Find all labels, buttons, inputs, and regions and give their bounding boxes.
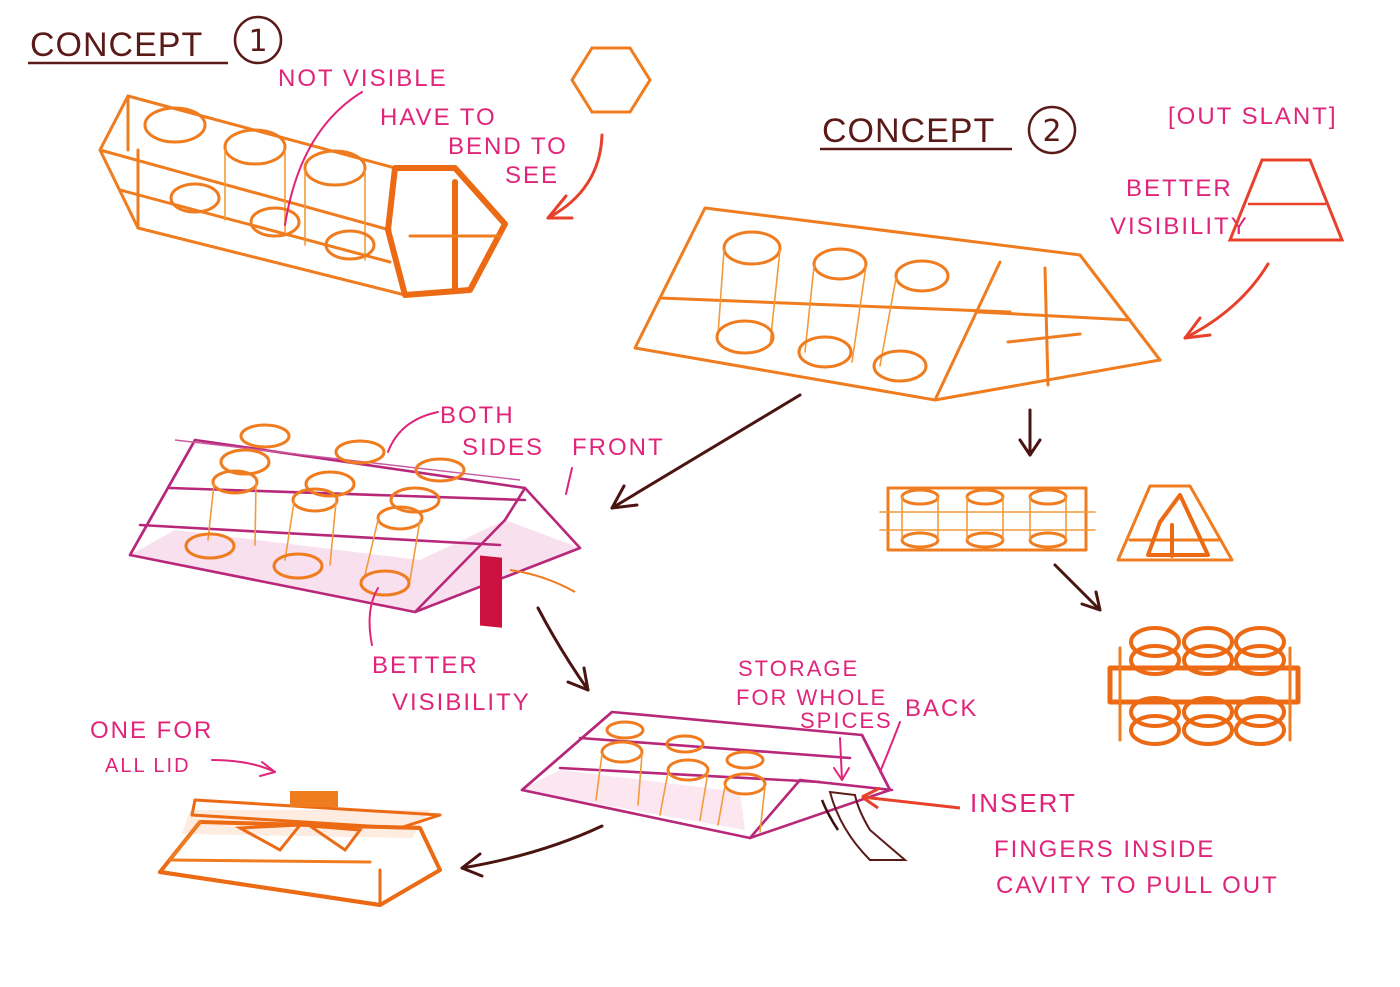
concept-2-number-circle xyxy=(1027,105,1077,155)
storage-line-2: FOR WHOLE xyxy=(736,685,887,710)
note-line-1: NOT VISIBLE xyxy=(278,65,448,92)
arrow-to-back-sketch-head xyxy=(566,666,590,692)
concept-1-note: NOT VISIBLE HAVE TO BEND TO SEE xyxy=(278,65,568,226)
concept-1-number-circle xyxy=(233,15,283,65)
middle-sketch-notes: BOTH SIDES FRONT BETTER VISIBILITY xyxy=(368,402,665,716)
arrow-to-top-view xyxy=(1053,563,1102,612)
hand-fingers xyxy=(828,790,908,861)
concept-1-number: 1 xyxy=(248,24,267,59)
lid-line-2: ALL LID xyxy=(105,755,191,777)
front-label: FRONT xyxy=(572,434,665,461)
lid-sketch xyxy=(158,791,442,907)
middle-visibility-leader xyxy=(368,587,379,646)
concept-2-title-text: CONCEPT xyxy=(822,112,995,150)
hexagon-to-prism-arrow xyxy=(546,133,604,220)
concept-1-title: CONCEPT 1 xyxy=(28,15,283,65)
insert-line-2: FINGERS INSIDE xyxy=(994,836,1215,863)
lid-inner-shape-2 xyxy=(304,824,363,853)
back-label: BACK xyxy=(905,695,978,722)
lid-leader-head xyxy=(259,761,276,777)
front-leader xyxy=(565,467,573,495)
top-view-sketch xyxy=(1107,626,1301,746)
front-slot-pointer xyxy=(509,569,576,593)
arrow-to-middle-head xyxy=(610,484,639,510)
lid-handle xyxy=(290,791,338,807)
concept-1-hexagon-prism-sketch xyxy=(98,94,508,298)
back-cavity-sketch xyxy=(520,710,908,861)
arrow-to-lid-sketch-head xyxy=(460,852,484,878)
arrow-to-lid-sketch xyxy=(460,824,604,870)
lid-line-1: ONE FOR xyxy=(90,717,213,744)
middle-better-visibility-line-1: BETTER xyxy=(372,652,479,679)
arrow-to-back-sketch xyxy=(536,606,590,692)
arrow-down-head xyxy=(1018,438,1042,457)
trapezoid-arrow xyxy=(1183,262,1270,340)
storage-line-3: SPICES xyxy=(800,708,893,733)
trapezoid-icon xyxy=(1227,158,1345,242)
better-visibility-line-2: VISIBILITY xyxy=(1110,213,1249,240)
middle-better-visibility-line-2: VISIBILITY xyxy=(392,689,531,716)
back-sketch-notes: STORAGE FOR WHOLE SPICES BACK INSERT FIN… xyxy=(460,656,1279,899)
storage-leader-head xyxy=(833,767,850,781)
concept-2-arrows xyxy=(610,393,1042,510)
arrow-to-top-view-head xyxy=(1080,590,1102,612)
arrow-to-middle-sketch xyxy=(610,393,802,510)
better-visibility-line-1: BETTER xyxy=(1126,175,1233,202)
front-view-rect xyxy=(886,486,1088,552)
out-slant-label: [OUT SLANT] xyxy=(1168,103,1338,130)
both-sides-line-2: SIDES xyxy=(462,434,544,461)
back-leader xyxy=(879,721,901,773)
hexagon-shape xyxy=(570,46,652,114)
storage-leader xyxy=(839,737,843,781)
insert-line-1: INSERT xyxy=(970,788,1077,818)
back-sketch-shade xyxy=(520,770,745,830)
insert-arrow xyxy=(861,795,961,810)
concept-2-orthographic-views xyxy=(879,484,1301,746)
prism-shade xyxy=(130,520,580,612)
insert-line-3: CAVITY TO PULL OUT xyxy=(996,872,1279,899)
note-line-4: SEE xyxy=(505,162,559,189)
both-sides-prism-sketch xyxy=(128,423,582,628)
both-sides-leader xyxy=(387,411,439,453)
concept-2-trapezoid-prism-sketch xyxy=(633,206,1162,402)
both-sides-line-1: BOTH xyxy=(440,402,515,429)
front-finger-slot xyxy=(480,555,502,628)
lid-inner-shape-1 xyxy=(234,823,304,852)
lid-note: ONE FOR ALL LID xyxy=(90,717,276,777)
concept-2-number: 2 xyxy=(1042,114,1061,149)
concept-2-title: CONCEPT 2 xyxy=(820,105,1077,155)
storage-line-1: STORAGE xyxy=(738,656,859,681)
side-view-trapezoid xyxy=(1116,484,1234,562)
note-line-2: HAVE TO xyxy=(380,104,497,131)
insert-arrow-head xyxy=(861,786,881,810)
concept-1-title-text: CONCEPT xyxy=(30,26,203,64)
lid-leader xyxy=(211,759,276,773)
out-slant-note: [OUT SLANT] BETTER VISIBILITY xyxy=(1110,103,1345,340)
trapezoid-arrow-head xyxy=(1183,316,1212,340)
hexagon-arrow-head xyxy=(546,194,574,220)
concept-1-hexagon-icon xyxy=(546,46,652,220)
hand-finger-line xyxy=(820,799,840,831)
note-leader-line xyxy=(284,91,363,226)
note-line-3: BEND TO xyxy=(448,133,568,160)
